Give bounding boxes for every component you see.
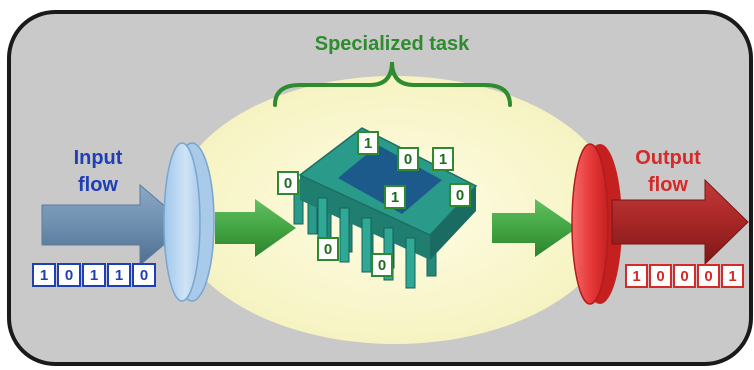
output-bit-value: 0: [680, 268, 688, 285]
output-bit-value: 0: [704, 268, 712, 285]
output-bit-value: 1: [632, 268, 640, 285]
process-arrow-out: [492, 199, 577, 257]
input-bit: 1: [82, 263, 106, 287]
output-bit: 1: [625, 264, 648, 288]
chip-bit: 0: [397, 147, 419, 171]
task-title: Specialized task: [315, 33, 470, 55]
input-arrow: [41, 183, 188, 267]
input-bit-value: 1: [90, 267, 98, 284]
input-label-line2: flow: [78, 174, 118, 196]
chip-bit: 1: [384, 185, 406, 209]
output-arrow: [611, 178, 749, 266]
output-bit-value: 0: [656, 268, 664, 285]
output-label-line2: flow: [648, 174, 688, 196]
chip-bit-value: 1: [439, 151, 447, 168]
input-disc: [163, 142, 215, 302]
process-arrow-in: [215, 199, 296, 257]
chip-bit: 0: [277, 171, 299, 195]
output-disc: [571, 143, 622, 305]
chip-bit: 0: [371, 253, 393, 277]
chip-bit-value: 0: [284, 175, 292, 192]
chip-bit-value: 1: [391, 189, 399, 206]
chip-bit-value: 0: [378, 257, 386, 274]
chip-bit-value: 0: [324, 241, 332, 258]
chip-bit-value: 1: [364, 135, 372, 152]
output-bit: 0: [649, 264, 672, 288]
output-bit: 1: [721, 264, 744, 288]
input-bit: 1: [32, 263, 56, 287]
chip-bit: 0: [449, 183, 471, 207]
input-label-line1: Input: [74, 147, 123, 169]
chip-bit: 0: [317, 237, 339, 261]
input-bit-value: 0: [65, 267, 73, 284]
output-bit: 0: [673, 264, 696, 288]
input-bit: 0: [132, 263, 156, 287]
output-bit: 0: [697, 264, 720, 288]
input-bit: 1: [107, 263, 131, 287]
input-bit: 0: [57, 263, 81, 287]
microchip: [293, 127, 478, 289]
chip-bits: 1 0 1 0 1 0 0 0: [277, 131, 471, 277]
chip-bit-value: 0: [456, 187, 464, 204]
output-bit-value: 1: [728, 268, 736, 285]
input-bit-value: 1: [40, 267, 48, 284]
output-label-line1: Output: [635, 147, 701, 169]
curly-brace: [273, 61, 512, 107]
input-bit-value: 1: [115, 267, 123, 284]
chip-bit-value: 0: [404, 151, 412, 168]
chip-bit: 1: [357, 131, 379, 155]
input-bit-value: 0: [140, 267, 148, 284]
chip-bit: 1: [432, 147, 454, 171]
